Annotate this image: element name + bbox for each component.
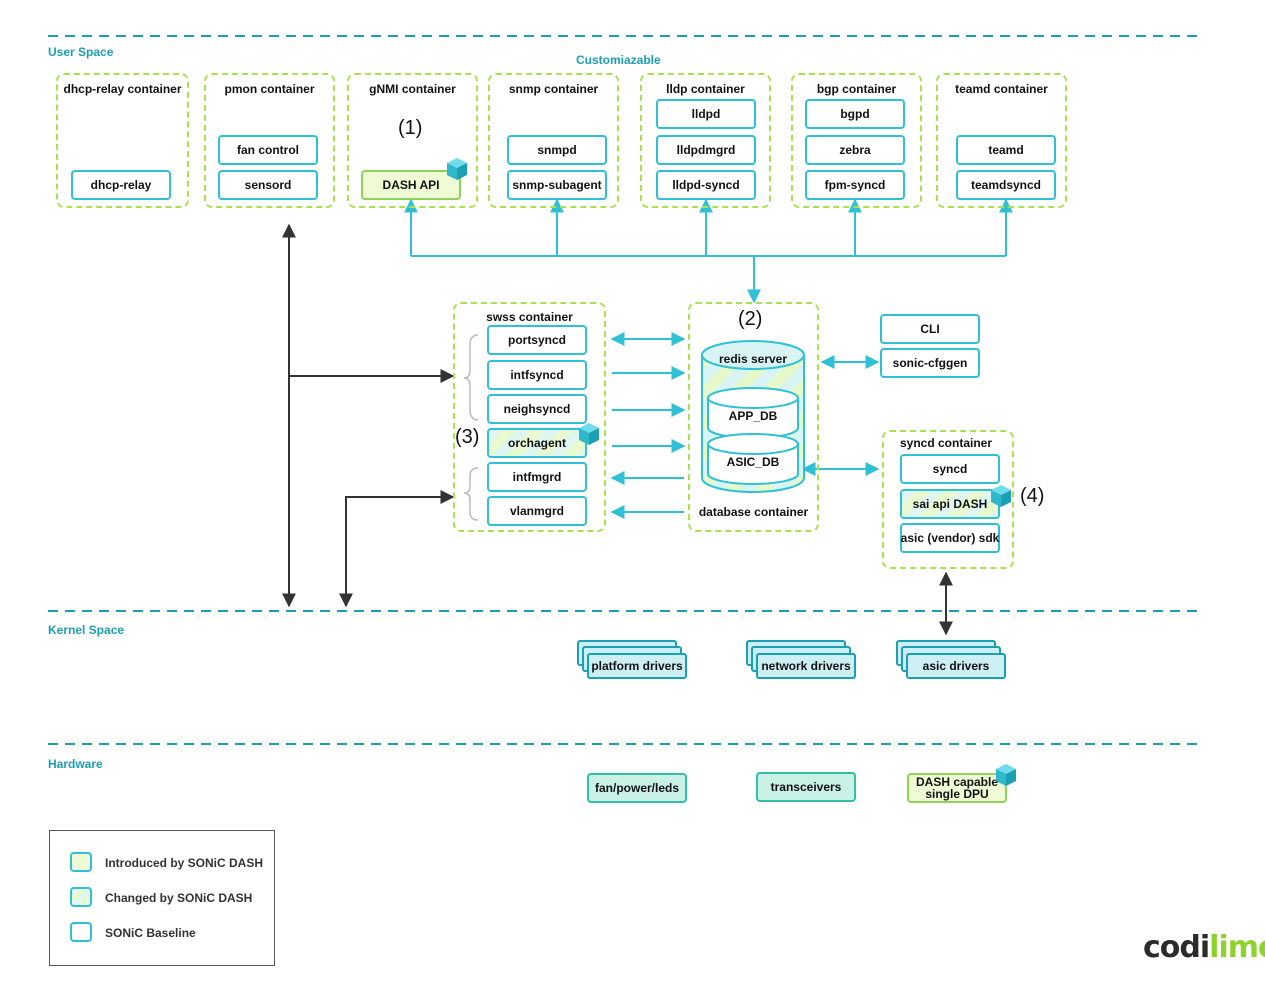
zebra-process: zebra [805, 135, 905, 165]
lldp-container [640, 73, 771, 208]
user-space-label: User Space [48, 45, 114, 59]
marker-2: (2) [738, 308, 763, 330]
legend-swatch-baseline [70, 922, 92, 942]
syncd-container [882, 430, 1014, 569]
fpm-syncd-process: fpm-syncd [805, 170, 905, 200]
dash-dpu-hw: DASH capable single DPU [907, 773, 1007, 803]
bgp-container [791, 73, 922, 208]
brace-mgr [463, 467, 479, 521]
asic-drivers: asic drivers [906, 653, 1006, 679]
transceivers-hw: transceivers [756, 772, 856, 802]
dash-api-process: DASH API [361, 170, 461, 200]
portsyncd-process: portsyncd [487, 325, 587, 355]
asic-vendor-sdk-process: asic (vendor) sdk [900, 523, 1000, 553]
dhcp-relay-process: dhcp-relay [71, 170, 171, 200]
sai-api-dash-process: sai api DASH [900, 489, 1000, 519]
lldp-container-title: lldp container [666, 82, 745, 96]
sensord-process: sensord [218, 170, 318, 200]
gnmi-container-title: gNMI container [369, 82, 456, 96]
asic-db-label: ASIC_DB [726, 455, 780, 469]
platform-drivers: platform drivers [587, 653, 687, 679]
pmon-container [204, 73, 335, 208]
pmon-container-title: pmon container [224, 82, 315, 96]
intfsyncd-process: intfsyncd [487, 360, 587, 390]
swss-db-arrows [610, 332, 880, 519]
cli-tool: CLI [880, 314, 980, 344]
intfmgrd-process: intfmgrd [487, 462, 587, 492]
syncd-container-title: syncd container [899, 436, 993, 450]
marker-3: (3) [455, 426, 480, 448]
logo-part-codi: codi [1143, 930, 1210, 965]
database-container-title: database container [698, 505, 809, 519]
network-drivers: network drivers [756, 653, 856, 679]
legend-label-changed: Changed by SONiC DASH [105, 891, 253, 905]
fan-control-process: fan control [218, 135, 318, 165]
redis-cylinder [701, 340, 805, 493]
kernel-links [282, 223, 953, 636]
database-container [688, 302, 819, 532]
swss-container-title: swss container [486, 310, 573, 324]
teamd-container-title: teamd container [955, 82, 1048, 96]
lldpdmgrd-process: lldpdmgrd [656, 135, 756, 165]
neighsyncd-process: neighsyncd [487, 394, 587, 424]
app-db-label: APP_DB [728, 409, 778, 423]
teamdsyncd-process: teamdsyncd [956, 170, 1056, 200]
hardware-label: Hardware [48, 757, 103, 771]
snmpd-process: snmpd [507, 135, 607, 165]
kernel-space-label: Kernel Space [48, 623, 125, 637]
logo-part-lime: lime [1209, 930, 1265, 965]
dash-cube-icon [996, 764, 1016, 786]
redis-server-label: redis server [718, 352, 788, 366]
codilime-logo: codilime [1143, 930, 1265, 965]
vlanmgrd-process: vlanmgrd [487, 496, 587, 526]
sonic-cfggen-tool: sonic-cfggen [880, 348, 980, 378]
snmp-container [488, 73, 619, 208]
bgp-container-title: bgp container [816, 82, 897, 96]
bgpd-process: bgpd [805, 99, 905, 129]
legend-swatch-changed [70, 887, 92, 907]
brace-sync [463, 334, 479, 421]
marker-1: (1) [398, 117, 423, 139]
dash-cube-icon [447, 158, 467, 180]
legend-swatch-introduced [70, 852, 92, 872]
fan-power-leds-hw: fan/power/leds [587, 773, 687, 803]
dash-cube-icon [579, 423, 599, 445]
snmp-container-title: snmp container [508, 82, 599, 96]
syncd-process: syncd [900, 454, 1000, 484]
legend-label-introduced: Introduced by SONiC DASH [105, 856, 264, 870]
lldpd-syncd-process: lldpd-syncd [656, 170, 756, 200]
customizable-bus [404, 198, 1013, 304]
customizable-label: Customiazable [576, 53, 661, 67]
dash-cube-icon [991, 485, 1011, 507]
dhcp-relay-container [56, 73, 189, 208]
lldpd-process: lldpd [656, 99, 756, 129]
teamd-container [936, 73, 1067, 208]
orchagent-process: orchagent [487, 428, 587, 458]
teamd-process: teamd [956, 135, 1056, 165]
legend: Introduced by SONiC DASH Changed by SONi… [49, 830, 275, 966]
gnmi-container [347, 73, 478, 208]
swss-container [453, 302, 606, 532]
snmp-subagent-process: snmp-subagent [507, 170, 607, 200]
legend-label-baseline: SONiC Baseline [105, 926, 196, 940]
dhcp-relay-container-title: dhcp-relay container [63, 82, 182, 96]
marker-4: (4) [1020, 485, 1045, 507]
